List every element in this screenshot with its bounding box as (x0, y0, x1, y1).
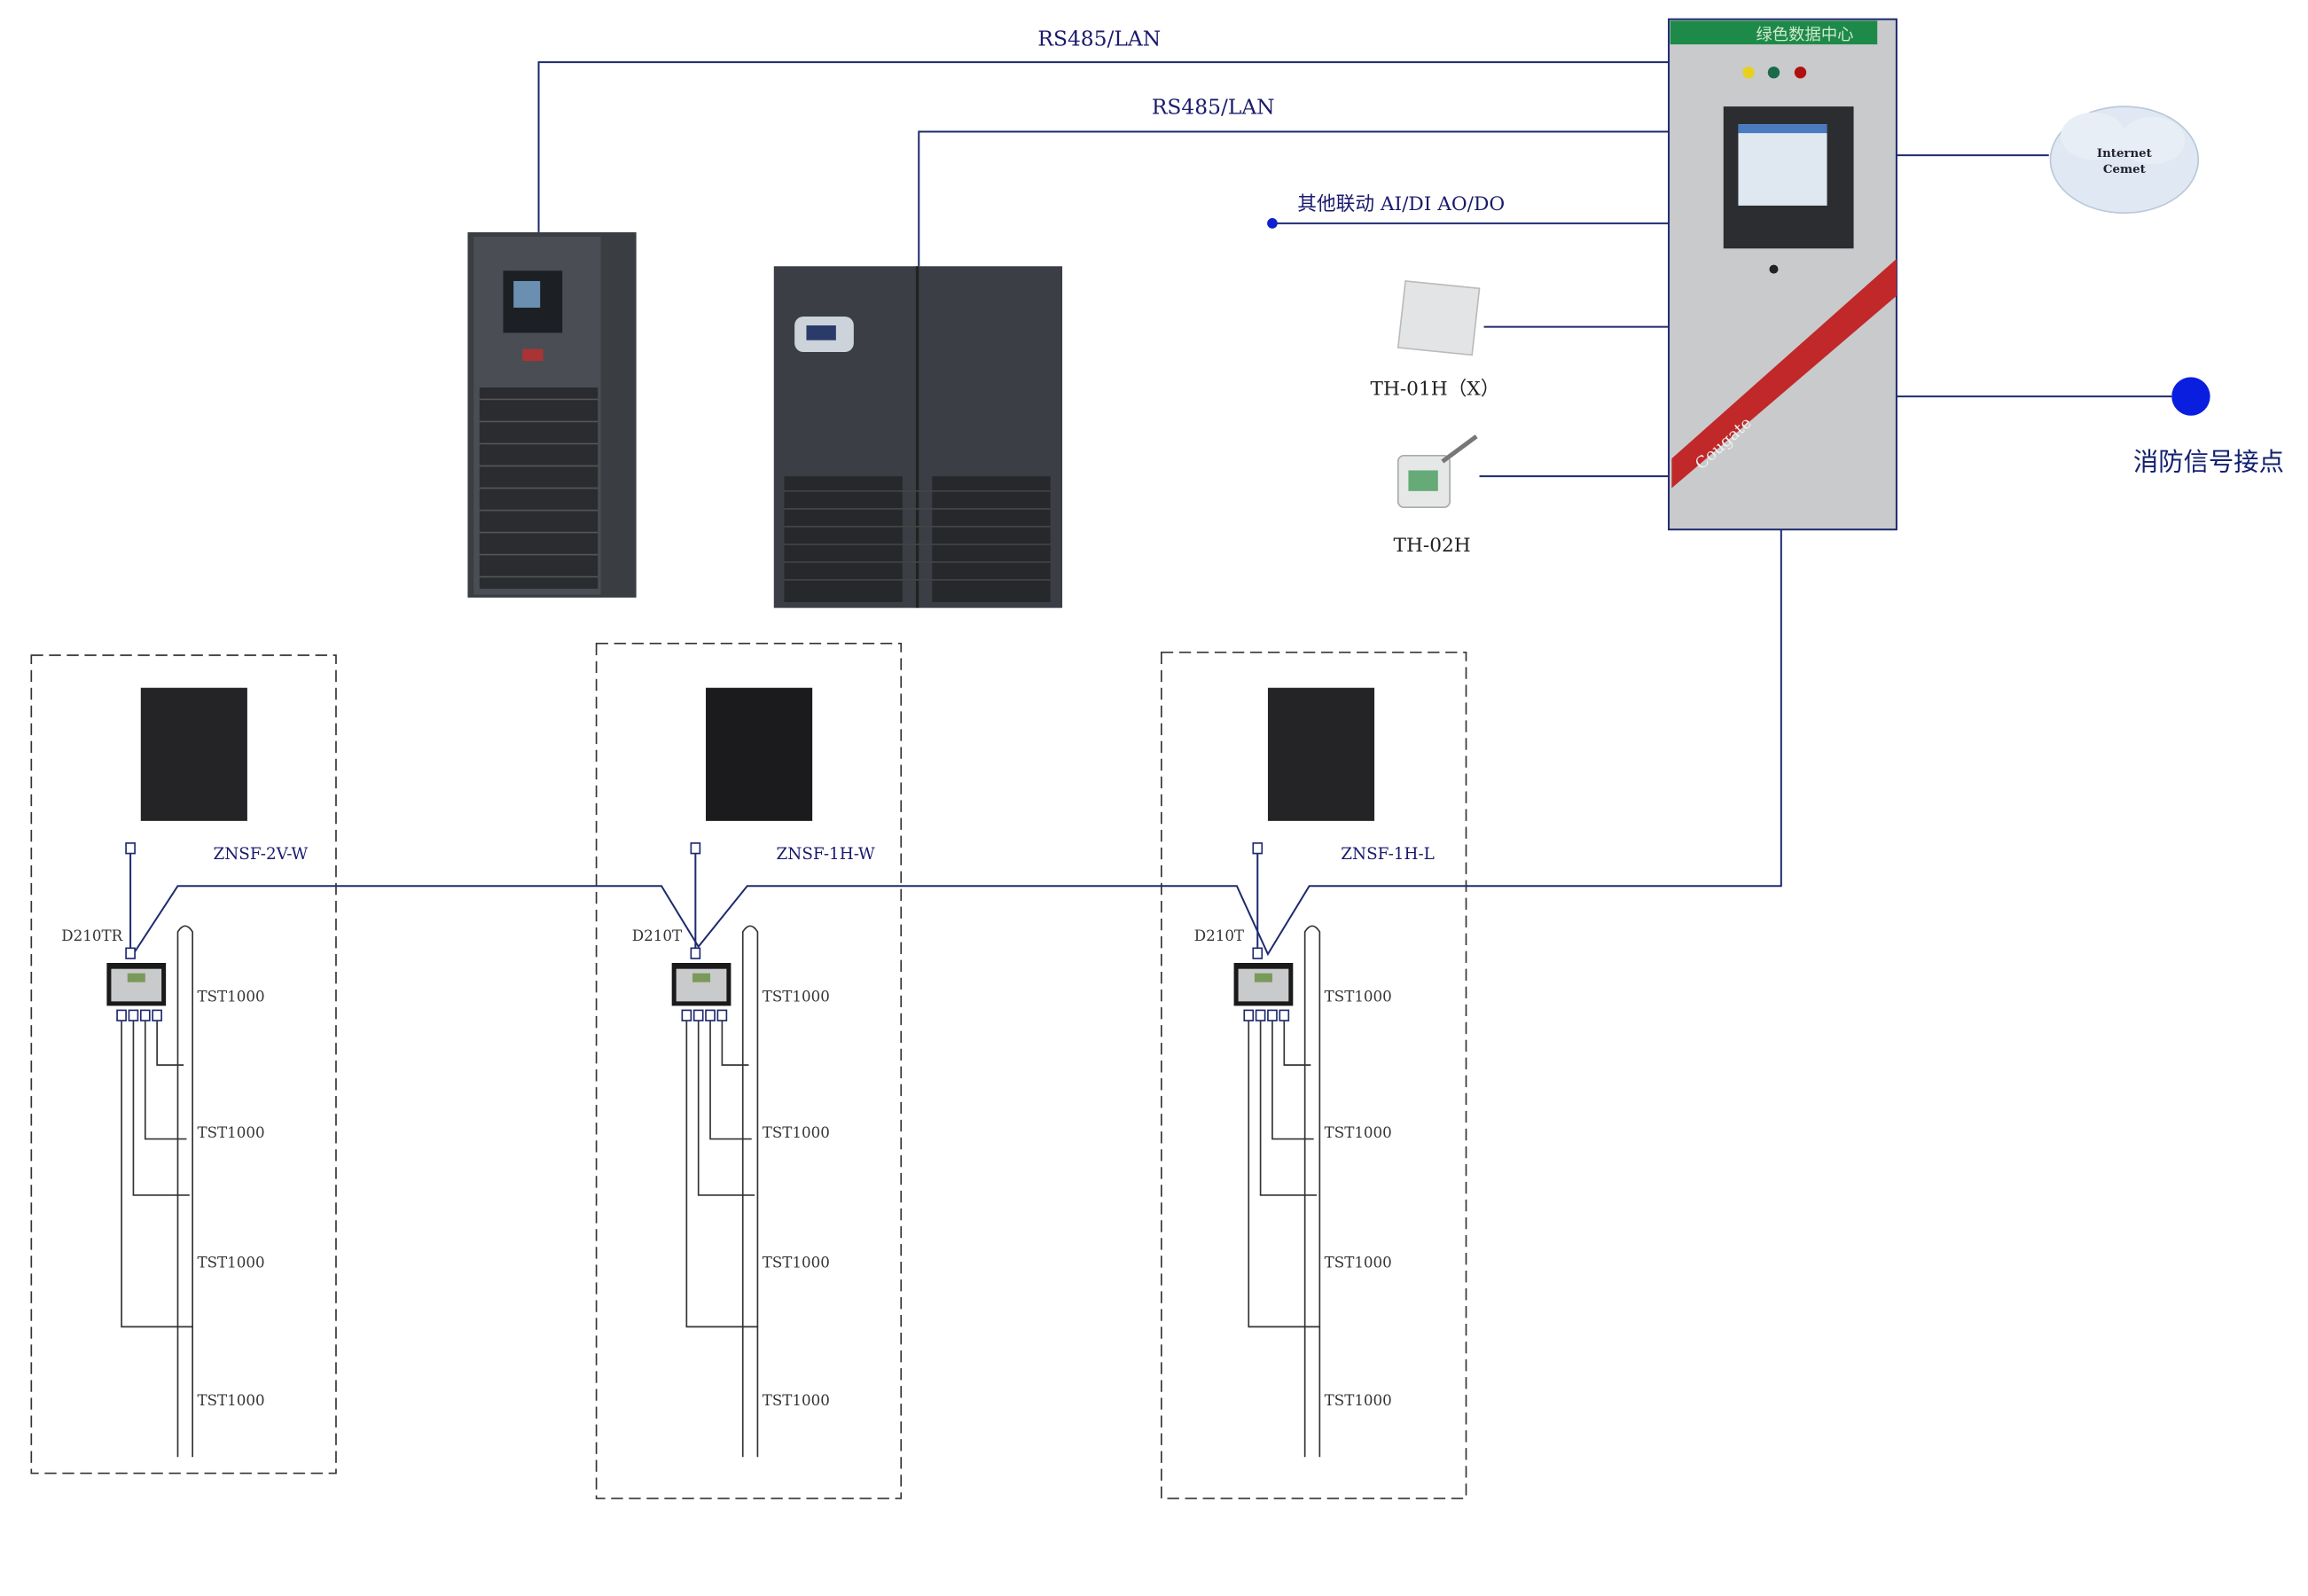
group-boundary (595, 642, 903, 1499)
model-label: ZNSF-1H-W (777, 845, 875, 864)
cable-label: TST1000 (197, 1124, 264, 1141)
cable-label: TST1000 (763, 1255, 830, 1271)
rs485-label-top: RS485/LAN (1037, 27, 1161, 51)
air-conditioner-unit (773, 266, 1063, 608)
detector-device (1267, 687, 1375, 821)
linkage-label: 其他联动 AI/DI AO/DO (1297, 193, 1505, 215)
fire-signal-label: 消防信号接点 (2133, 447, 2284, 476)
cable-label: TST1000 (1325, 1255, 1392, 1271)
cable-label: TST1000 (763, 1124, 830, 1141)
cloud-text-1: Internet (2097, 146, 2153, 160)
cable-label: TST1000 (1325, 1124, 1392, 1141)
controller-label: D210T (632, 927, 682, 944)
group-boundary (30, 654, 337, 1475)
cable-label: TST1000 (1325, 1392, 1392, 1409)
detector-device (706, 687, 813, 821)
cable-label: TST1000 (197, 1255, 264, 1271)
sensor-th02h: TH-02H (1394, 434, 1670, 557)
controller-label: D210T (1194, 927, 1244, 944)
detector-device (140, 687, 247, 821)
cabinet-banner: 绿色数据中心 (1756, 26, 1853, 44)
cable-label: TST1000 (197, 1392, 264, 1409)
field-bus-line (129, 529, 1782, 959)
cable-label: TST1000 (763, 1392, 830, 1409)
sensing-cable (741, 925, 759, 1458)
detector-group: ZNSF-1H-WD210TTST1000TST1000TST1000TST10… (595, 642, 903, 1499)
cloud-text-2: Cemet (2103, 162, 2147, 176)
fire-signal-node (2171, 377, 2210, 416)
linkage-node (1267, 218, 1278, 229)
cable-label: TST1000 (763, 988, 830, 1005)
sensing-cable (176, 925, 193, 1458)
cable-label: TST1000 (197, 988, 264, 1005)
rs485-link-ups (537, 61, 1670, 232)
sensing-cable (1303, 925, 1321, 1458)
detector-group: ZNSF-1H-LD210TTST1000TST1000TST1000TST10… (1161, 651, 1467, 1499)
rs485-label-second: RS485/LAN (1152, 94, 1275, 119)
rs485-link-ac (918, 130, 1670, 267)
monitoring-cabinet: 绿色数据中心 Cougate (1668, 18, 1897, 531)
sensor-th01h: TH-01H（X） (1370, 280, 1670, 400)
sensor-label: TH-01H（X） (1370, 378, 1499, 400)
group-boundary (1161, 651, 1467, 1499)
sensor-label: TH-02H (1394, 535, 1471, 557)
ups-cabinet (467, 231, 637, 598)
cable-label: TST1000 (1325, 988, 1392, 1005)
detector-group: ZNSF-2V-WD210TRTST1000TST1000TST1000TST1… (30, 654, 337, 1475)
model-label: ZNSF-2V-W (214, 845, 309, 864)
controller-label: D210TR (61, 927, 122, 944)
cloud-icon: Internet Cemet (2049, 106, 2200, 215)
model-label: ZNSF-1H-L (1341, 845, 1435, 864)
